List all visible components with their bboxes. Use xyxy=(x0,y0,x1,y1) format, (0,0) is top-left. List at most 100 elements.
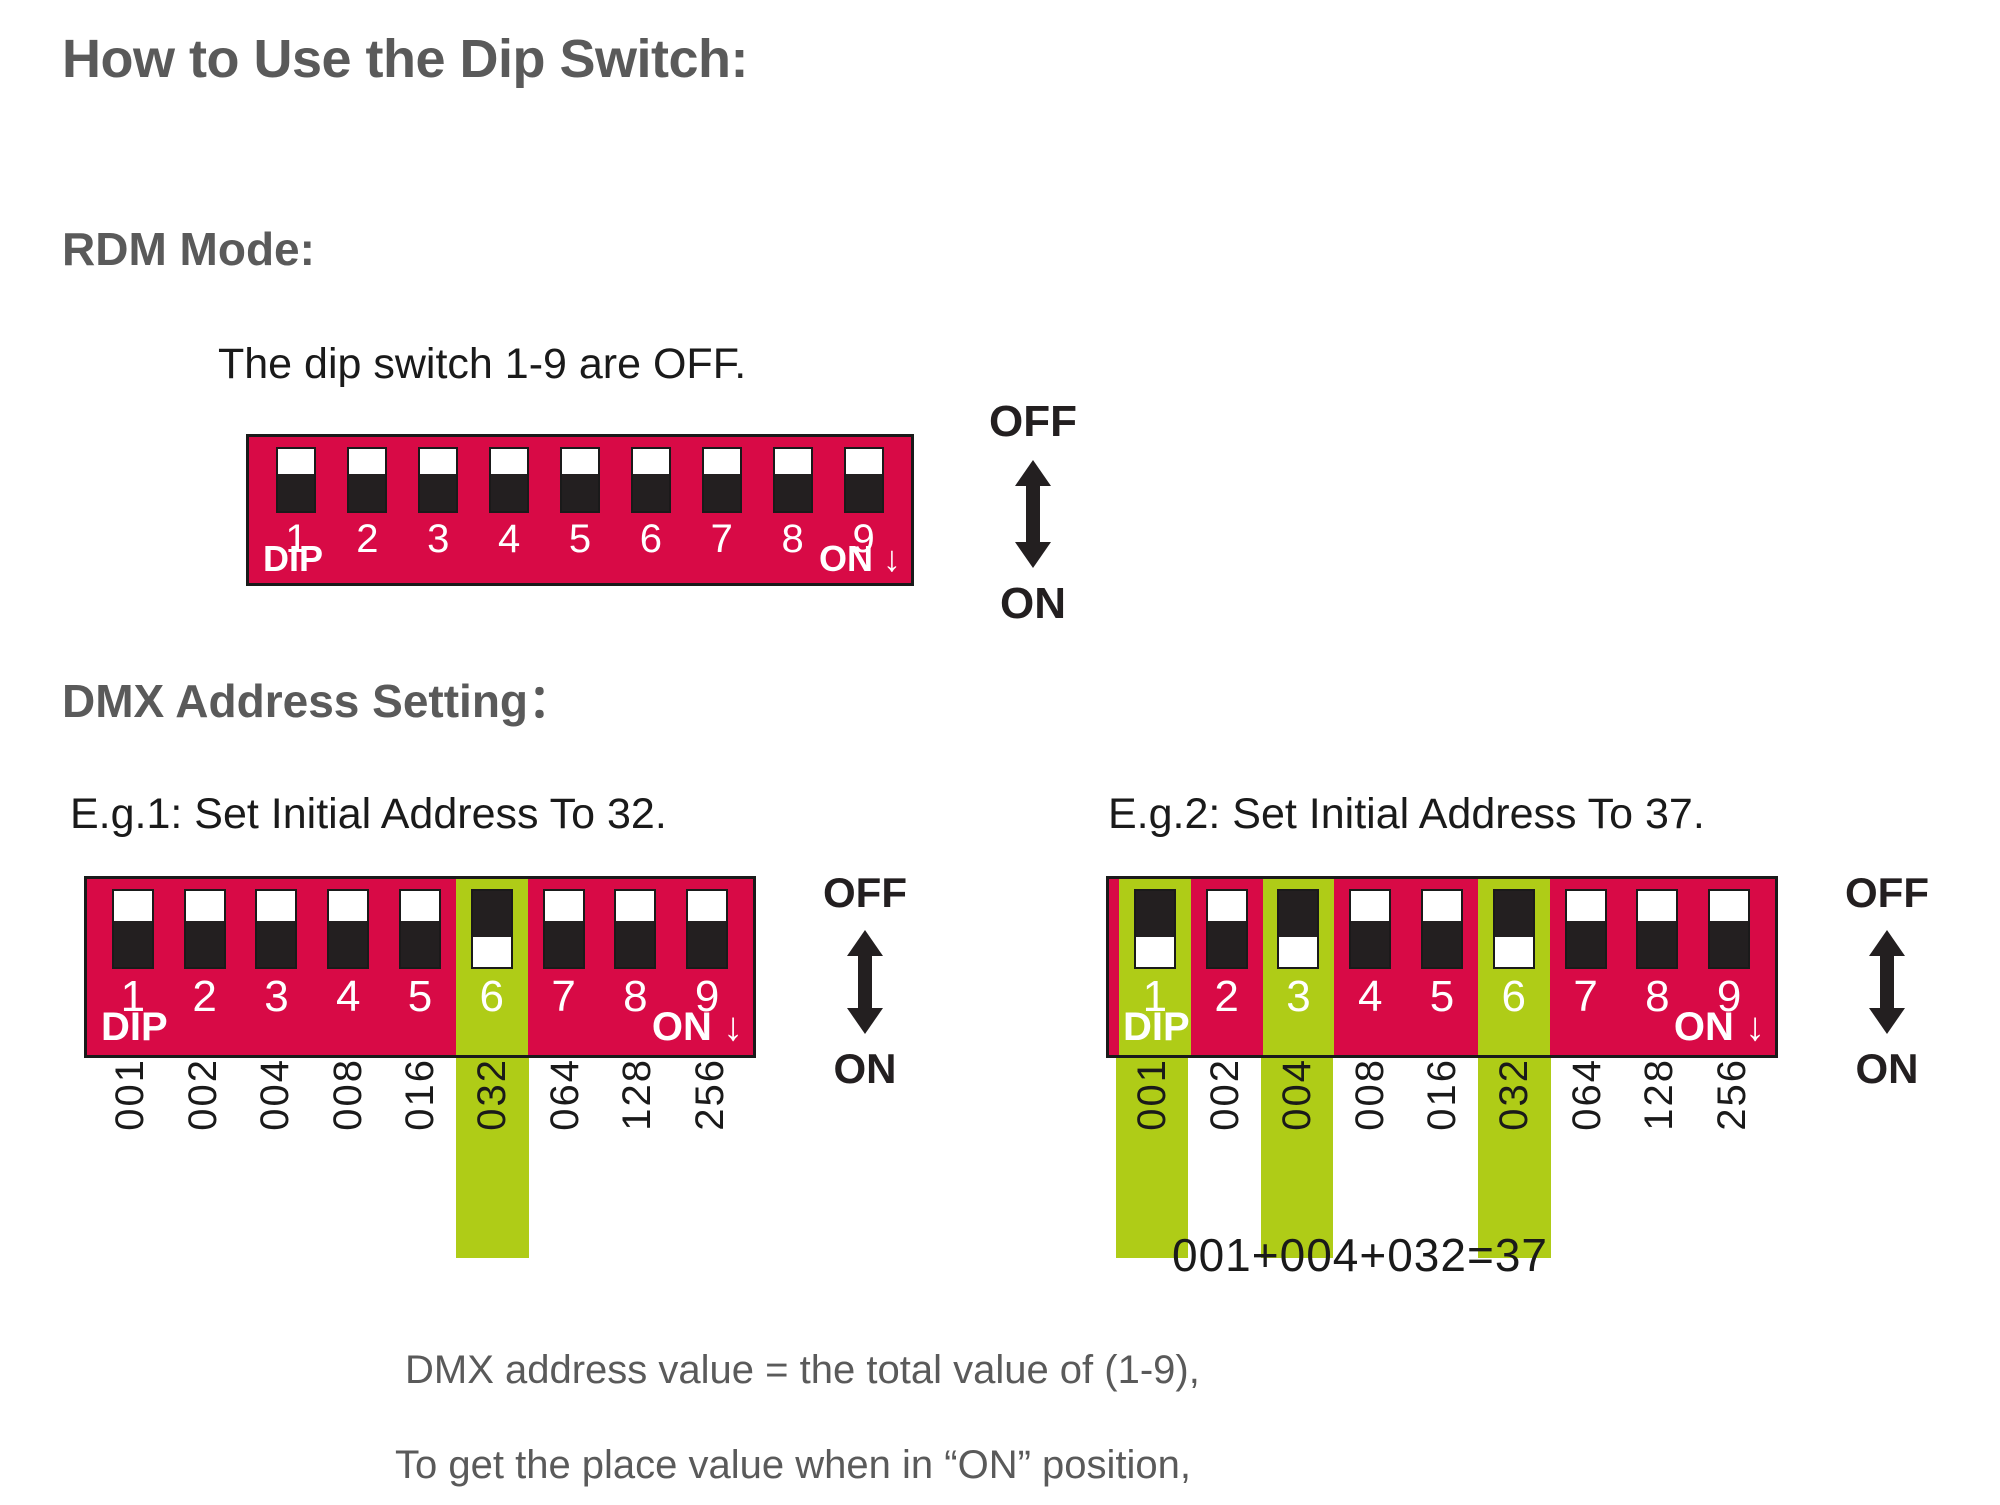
rdm-switch-9[interactable]: 9 xyxy=(828,437,899,583)
example-1-switch-number-7: 7 xyxy=(551,972,576,1021)
rdm-lever-5-off[interactable] xyxy=(560,447,600,513)
example-2-lever-7-off[interactable] xyxy=(1564,889,1607,969)
lever-knob-icon xyxy=(562,473,598,511)
lever-knob-icon xyxy=(544,921,583,967)
example-2-switch-2[interactable]: 2 xyxy=(1191,879,1263,1055)
example-1-value-256: 256 xyxy=(687,1058,732,1131)
lever-knob-icon xyxy=(185,921,224,967)
example-1-switch-number-9: 9 xyxy=(694,972,720,1021)
example-1-lever-6-on[interactable] xyxy=(470,889,513,969)
rdm-switch-number-5: 5 xyxy=(568,517,592,561)
example-1-value-cell-032: 032 xyxy=(456,1058,529,1258)
example-1-lever-3-off[interactable] xyxy=(255,889,298,969)
example-2-value-128: 128 xyxy=(1637,1058,1682,1131)
rdm-lever-4-off[interactable] xyxy=(489,447,530,513)
example-1-switch-8[interactable]: 8 xyxy=(599,879,671,1055)
example-1-switch-5[interactable]: 5 xyxy=(384,879,456,1055)
rdm-switch-4[interactable]: 4 xyxy=(474,437,545,583)
rdm-switch-7[interactable]: 7 xyxy=(686,437,757,583)
lever-knob-icon xyxy=(1494,891,1533,937)
example-2-value-cell-001: 001 xyxy=(1116,1058,1189,1258)
example-1-lever-8-off[interactable] xyxy=(614,889,657,969)
example-2-switch-7[interactable]: 7 xyxy=(1550,879,1622,1055)
example-1-value-cell-002: 002 xyxy=(166,1058,238,1258)
rdm-lever-2-off[interactable] xyxy=(347,447,388,513)
rdm-lever-8-off[interactable] xyxy=(772,447,813,513)
rdm-switch-2[interactable]: 2 xyxy=(332,437,403,583)
example-1-switch-2[interactable]: 2 xyxy=(169,879,241,1055)
rdm-on-direction-text: ON ↓ xyxy=(818,538,901,579)
rdm-lever-1-off[interactable] xyxy=(276,447,317,513)
rdm-mode-note: The dip switch 1-9 are OFF. xyxy=(218,340,747,388)
rdm-indicator-off-label: OFF xyxy=(989,397,1077,446)
rdm-switch-8[interactable]: 8 xyxy=(757,437,828,583)
example-2-switch-number-1: 1 xyxy=(1142,972,1168,1021)
rdm-lever-6-off[interactable] xyxy=(630,447,671,513)
example-1-switch-3[interactable]: 3 xyxy=(241,879,313,1055)
example-2-value-cell-128: 128 xyxy=(1623,1058,1695,1258)
rdm-dip-text: DIP xyxy=(263,538,324,579)
example-2-switch-6[interactable]: 6 xyxy=(1477,879,1550,1055)
example-2-lever-2-off[interactable] xyxy=(1205,889,1248,969)
example-2-lever-9-off[interactable] xyxy=(1708,889,1751,969)
rdm-lever-9-off[interactable] xyxy=(843,447,884,513)
example-1-switch-7[interactable]: 7 xyxy=(528,879,600,1055)
rdm-switch-3[interactable]: 3 xyxy=(403,437,474,583)
example-1-value-016: 016 xyxy=(397,1058,442,1131)
example-1-switch-9[interactable]: 9 xyxy=(671,879,743,1055)
rdm-switch-number-8: 8 xyxy=(781,517,804,561)
example-1-lever-7-off[interactable] xyxy=(542,889,585,969)
example-1-value-002: 002 xyxy=(180,1058,225,1131)
example-2-lever-5-off[interactable] xyxy=(1421,889,1464,969)
rdm-switch-5[interactable]: 5 xyxy=(545,437,616,583)
example-2-switch-5[interactable]: 5 xyxy=(1406,879,1478,1055)
example-2-value-cell-004: 004 xyxy=(1260,1058,1334,1258)
example-2-switch-number-2: 2 xyxy=(1214,972,1239,1021)
example-1-lever-5-off[interactable] xyxy=(399,889,442,969)
page-title: How to Use the Dip Switch: xyxy=(62,29,749,89)
lever-knob-icon xyxy=(1351,921,1390,967)
example-2-lever-1-on[interactable] xyxy=(1133,889,1176,969)
rdm-switch-6[interactable]: 6 xyxy=(615,437,686,583)
example-1-switch-4[interactable]: 4 xyxy=(312,879,384,1055)
example-2-lever-6-on[interactable] xyxy=(1492,889,1535,969)
rdm-lever-3-off[interactable] xyxy=(418,447,459,513)
example-2-lever-4-off[interactable] xyxy=(1349,889,1392,969)
rdm-switch-1[interactable]: 1 xyxy=(261,437,332,583)
example-1-value-cell-008: 008 xyxy=(311,1058,383,1258)
example-2-indicator-on-label: ON xyxy=(1855,1045,1919,1092)
example-2-switch-3[interactable]: 3 xyxy=(1262,879,1335,1055)
example-1-value-cell-128: 128 xyxy=(601,1058,673,1258)
lever-knob-icon xyxy=(472,891,511,937)
example-1-lever-9-off[interactable] xyxy=(686,889,729,969)
example-2-lever-3-on[interactable] xyxy=(1277,889,1320,969)
lever-knob-icon xyxy=(278,473,315,511)
example-1-lever-4-off[interactable] xyxy=(327,889,370,969)
example-1-switch-number-2: 2 xyxy=(192,972,217,1021)
example-2-on-direction-text: ON ↓ xyxy=(1673,1005,1765,1049)
lever-knob-icon xyxy=(845,473,882,511)
example-2-switch-4[interactable]: 4 xyxy=(1334,879,1406,1055)
example-2-switch-9[interactable]: 9 xyxy=(1693,879,1765,1055)
example-1-switch-6[interactable]: 6 xyxy=(455,879,528,1055)
example-2-switch-8[interactable]: 8 xyxy=(1621,879,1693,1055)
example-2-switch-1[interactable]: 1 xyxy=(1119,879,1191,1055)
example-1-lever-1-off[interactable] xyxy=(111,889,154,969)
example-2-sum-equation: 001+004+032=37 xyxy=(1172,1229,1549,1281)
up-down-arrow-icon xyxy=(1003,460,1063,568)
example-2-value-cell-032: 032 xyxy=(1478,1058,1551,1258)
example-1-switch-1[interactable]: 1 xyxy=(97,879,169,1055)
example-2-lever-8-off[interactable] xyxy=(1636,889,1679,969)
example-2-value-008: 008 xyxy=(1347,1058,1392,1131)
example-1-lever-2-off[interactable] xyxy=(183,889,226,969)
example-1-value-cell-064: 064 xyxy=(529,1058,601,1258)
rdm-switch-number-7: 7 xyxy=(710,517,733,561)
rdm-switch-number-1: 1 xyxy=(285,517,308,561)
rdm-switch-number-4: 4 xyxy=(497,517,521,561)
rdm-lever-7-off[interactable] xyxy=(701,447,742,513)
example-2-switch-number-3: 3 xyxy=(1286,972,1311,1021)
